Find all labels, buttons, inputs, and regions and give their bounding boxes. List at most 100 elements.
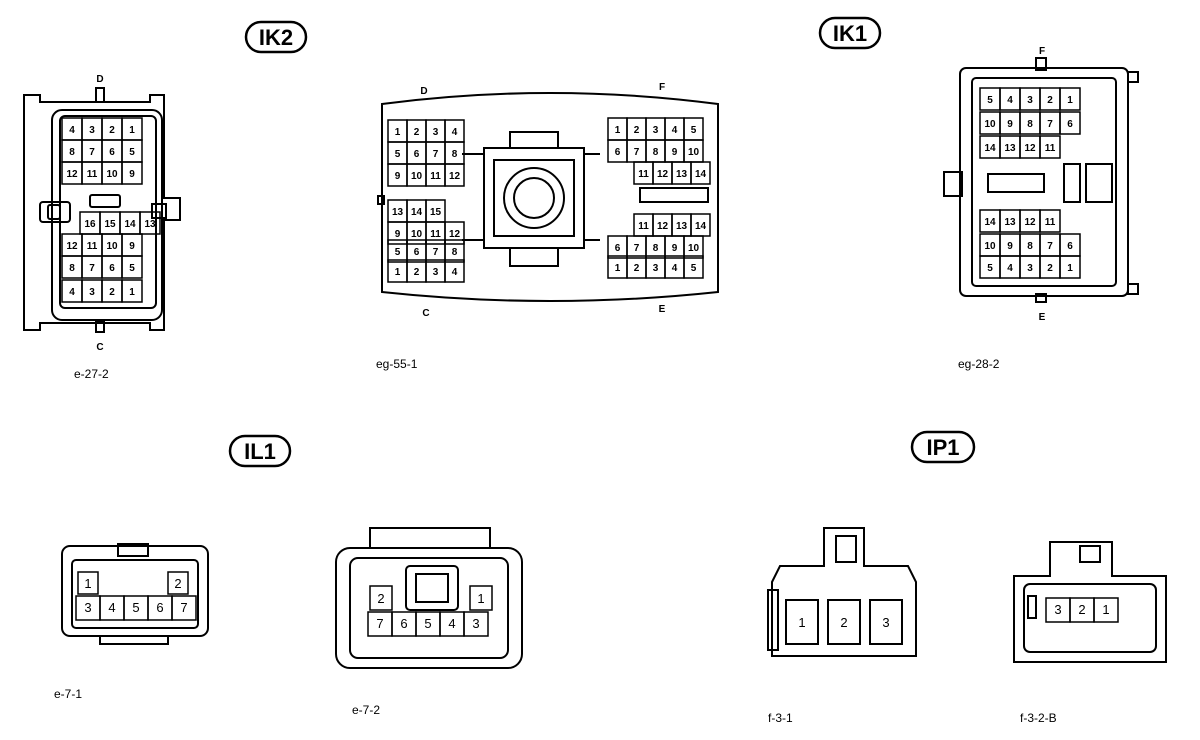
pin-number: 3 bbox=[1027, 263, 1033, 274]
pin-number: 10 bbox=[984, 119, 996, 130]
caption-e-27-2: e-27-2 bbox=[74, 367, 109, 381]
pin-number: 1 bbox=[798, 615, 805, 630]
caption-e-7-1: e-7-1 bbox=[54, 687, 82, 701]
pin-number: 2 bbox=[377, 591, 384, 606]
pin-cavity bbox=[690, 161, 711, 185]
pin-number: 13 bbox=[676, 221, 688, 232]
pin-number: 1 bbox=[129, 125, 135, 136]
pin-cavity bbox=[167, 571, 189, 595]
pin-cavity bbox=[683, 255, 704, 279]
pin-number: 5 bbox=[424, 616, 431, 631]
pin-number: 10 bbox=[106, 169, 118, 180]
side-label-d: D bbox=[96, 74, 103, 85]
pin-number: 11 bbox=[87, 169, 98, 180]
pin-number: 9 bbox=[129, 241, 135, 252]
pin-number: 6 bbox=[1067, 241, 1073, 252]
pin-number: 5 bbox=[691, 263, 697, 274]
pin-number: 4 bbox=[452, 127, 458, 138]
pin-number: 7 bbox=[89, 147, 95, 158]
pin-number: 8 bbox=[69, 147, 75, 158]
pin-number: 4 bbox=[452, 267, 458, 278]
pin-number: 4 bbox=[69, 125, 75, 136]
pin-number: 8 bbox=[653, 243, 659, 254]
pin-number: 10 bbox=[688, 147, 700, 158]
side-label-f: F bbox=[659, 82, 665, 93]
pin-number: 1 bbox=[615, 263, 621, 274]
pin-cavity bbox=[1059, 255, 1081, 279]
pin-number: 1 bbox=[1067, 95, 1073, 106]
pin-number: 14 bbox=[695, 221, 707, 232]
pin-number: 2 bbox=[109, 287, 115, 298]
pin-number: 3 bbox=[1054, 602, 1061, 617]
pin-number: 3 bbox=[653, 263, 659, 274]
pin-number: 11 bbox=[87, 241, 98, 252]
ik1-title-pill: IK1 bbox=[818, 16, 882, 50]
pin-number: 2 bbox=[634, 125, 640, 136]
pin-number: 7 bbox=[1047, 241, 1053, 252]
pin-number: 12 bbox=[66, 241, 78, 252]
pin-number: 1 bbox=[1102, 602, 1109, 617]
pin-number: 12 bbox=[1024, 143, 1036, 154]
pin-cavity bbox=[463, 611, 489, 637]
pin-number: 3 bbox=[882, 615, 889, 630]
pin-number: 3 bbox=[89, 287, 95, 298]
pin-number: 14 bbox=[124, 219, 136, 230]
pin-cavity bbox=[1039, 209, 1061, 233]
pin-number: 8 bbox=[1027, 241, 1033, 252]
pin-number: 11 bbox=[638, 221, 649, 232]
pin-number: 5 bbox=[132, 600, 139, 615]
pin-number: 2 bbox=[109, 125, 115, 136]
ik2-title: IK2 bbox=[259, 25, 293, 50]
pin-number: 6 bbox=[109, 263, 115, 274]
pin-cavity bbox=[827, 599, 861, 645]
pin-number: 10 bbox=[106, 241, 118, 252]
pin-number: 14 bbox=[411, 207, 423, 218]
pin-number: 10 bbox=[688, 243, 700, 254]
pin-number: 10 bbox=[984, 241, 996, 252]
pin-number: 5 bbox=[129, 263, 135, 274]
pin-number: 7 bbox=[89, 263, 95, 274]
pin-number: 2 bbox=[414, 127, 420, 138]
pin-number: 11 bbox=[1045, 143, 1056, 154]
side-label-e: E bbox=[1039, 312, 1046, 323]
pin-number: 3 bbox=[89, 125, 95, 136]
pin-cavity bbox=[785, 599, 819, 645]
pin-cavity bbox=[444, 259, 465, 283]
pin-number: 3 bbox=[433, 267, 439, 278]
pin-number: 13 bbox=[1004, 217, 1016, 228]
pin-number: 13 bbox=[1004, 143, 1016, 154]
pin-number: 9 bbox=[395, 171, 401, 182]
pin-number: 1 bbox=[615, 125, 621, 136]
pin-number: 2 bbox=[174, 576, 181, 591]
pin-number: 6 bbox=[414, 247, 420, 258]
pin-number: 12 bbox=[657, 169, 669, 180]
pin-number: 3 bbox=[653, 125, 659, 136]
pin-number: 7 bbox=[634, 147, 640, 158]
ik2-title-pill: IK2 bbox=[244, 20, 308, 54]
il1-title-pill: IL1 bbox=[228, 434, 292, 468]
pin-number: 1 bbox=[477, 591, 484, 606]
side-label-e: E bbox=[659, 304, 666, 315]
il1-title: IL1 bbox=[244, 439, 276, 464]
ip1-title-pill: IP1 bbox=[910, 430, 976, 464]
ip1-title: IP1 bbox=[926, 435, 959, 460]
pin-number: 4 bbox=[1007, 263, 1013, 274]
pin-number: 3 bbox=[472, 616, 479, 631]
pin-number: 9 bbox=[1007, 119, 1013, 130]
pin-number: 9 bbox=[672, 243, 678, 254]
pin-number: 16 bbox=[84, 219, 96, 230]
pin-number: 7 bbox=[634, 243, 640, 254]
pin-number: 1 bbox=[395, 127, 401, 138]
pin-cavity bbox=[444, 163, 465, 187]
pin-number: 5 bbox=[691, 125, 697, 136]
pin-number: 7 bbox=[433, 247, 439, 258]
pin-number: 8 bbox=[653, 147, 659, 158]
pin-number: 12 bbox=[449, 229, 461, 240]
pin-number: 4 bbox=[1007, 95, 1013, 106]
pin-number: 2 bbox=[1047, 95, 1053, 106]
pin-number: 15 bbox=[104, 219, 116, 230]
side-label-f: F bbox=[1039, 46, 1045, 57]
